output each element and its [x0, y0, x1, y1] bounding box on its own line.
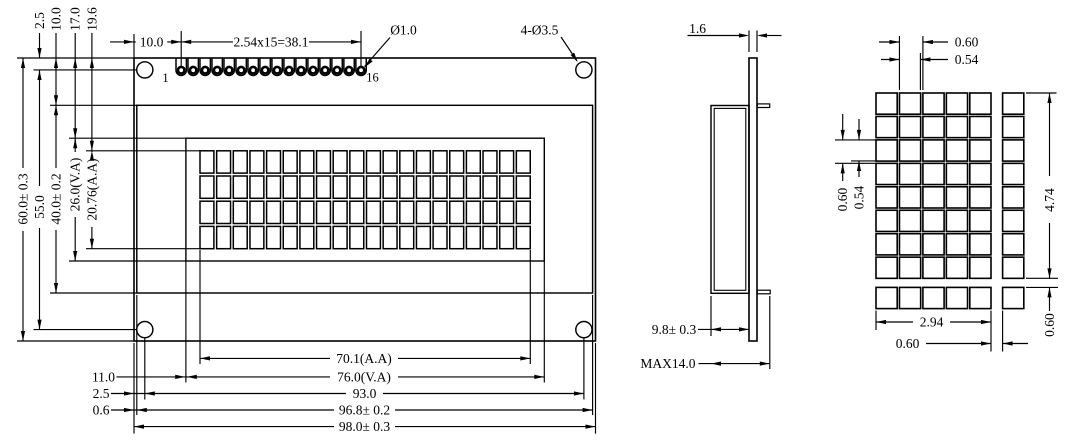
dim-pin1-offset: 10.0 [140, 34, 164, 49]
dim-bezel-height: 40.0± 0.2 [49, 173, 64, 224]
dim-hole-span-h: 93.0 [353, 386, 377, 401]
dim-dot-width: 0.54 [955, 52, 979, 67]
dim-char-height: 4.74 [1042, 188, 1057, 212]
dim-va-width: 76.0(V.A) [337, 369, 391, 384]
dim-pin-pitch: 2.54x15=38.1 [233, 34, 308, 49]
dim-va-left: 11.0 [92, 369, 115, 384]
dim-va-height: 26.0(V.A) [68, 158, 83, 212]
dim-dot-pitch-v: 0.60 [835, 187, 850, 211]
dim-hole-left: 2.5 [93, 386, 110, 401]
dim-dot-pitch-h: 0.60 [955, 35, 979, 50]
dim-pin-hole-dia: Ø1.0 [390, 23, 417, 38]
drawing-geometry [17, 30, 1058, 434]
dim-char-gap-v: 0.60 [1042, 313, 1057, 337]
dim-pcb-thickness: 1.6 [689, 21, 706, 36]
dimension-labels: 2.5 10.0 17.0 19.6 60.0± 0.3 55.0 40.0± … [16, 7, 1058, 434]
dim-max-thickness: MAX14.0 [640, 356, 695, 371]
dim-mount-hole-dia: 4-Ø3.5 [521, 23, 559, 38]
dim-aa-width: 70.1(A.A) [336, 351, 392, 366]
dim-dot-height: 0.54 [852, 185, 867, 209]
dim-aa-height: 20.76(A.A) [84, 158, 99, 220]
dim-top-to-hole: 2.5 [32, 12, 47, 29]
dim-bezel-width: 96.8± 0.2 [339, 403, 390, 418]
dim-char-gap-h: 0.60 [896, 336, 920, 351]
dim-total-width: 98.0± 0.3 [339, 419, 391, 434]
pin-number-first: 1 [162, 71, 168, 85]
dim-hole-span-v: 55.0 [32, 195, 47, 219]
dim-total-height: 60.0± 0.3 [16, 173, 31, 225]
dim-top-to-va: 17.0 [68, 7, 83, 31]
dim-bezel-left: 0.6 [93, 403, 110, 418]
dim-top-to-bezel: 10.0 [49, 7, 64, 31]
dim-top-to-aa: 19.6 [84, 7, 99, 31]
dim-char-width: 2.94 [920, 315, 944, 330]
pin-number-last: 16 [366, 71, 379, 85]
dim-module-thickness: 9.8± 0.3 [652, 322, 697, 337]
